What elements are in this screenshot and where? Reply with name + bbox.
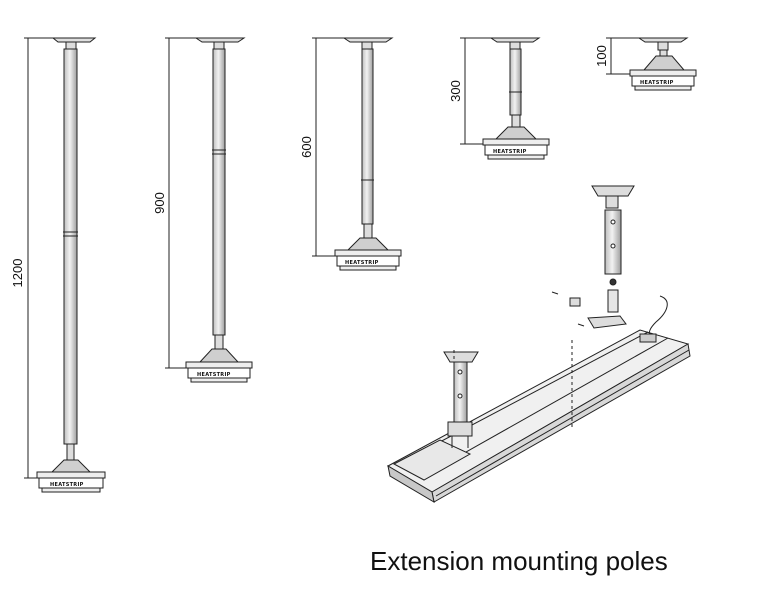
pole-900 <box>165 37 253 383</box>
left-mounting-bracket <box>443 351 479 448</box>
pole-900-length-label: 900 <box>152 192 167 214</box>
heater-assembly-exploded-view <box>386 185 691 504</box>
pole-600-length-label: 600 <box>299 136 314 158</box>
pole-300-length-label: 300 <box>448 80 463 102</box>
pole-1200-brand-label: HEATSTRIP <box>50 482 84 488</box>
pole-300-brand-label: HEATSTRIP <box>493 149 527 155</box>
power-cable <box>639 295 668 343</box>
pole-100-brand-label: HEATSTRIP <box>640 80 674 86</box>
pole-300 <box>460 37 550 160</box>
exploded-extension-pole <box>453 185 635 430</box>
diagram-caption: Extension mounting poles <box>370 546 668 576</box>
pole-600-brand-label: HEATSTRIP <box>345 260 379 266</box>
pole-1200 <box>24 37 106 493</box>
pole-1200-length-label: 1200 <box>10 259 25 288</box>
pole-100-length-label: 100 <box>594 45 609 67</box>
pole-100 <box>606 37 697 91</box>
pole-600 <box>312 37 402 271</box>
pole-900-brand-label: HEATSTRIP <box>197 372 231 378</box>
